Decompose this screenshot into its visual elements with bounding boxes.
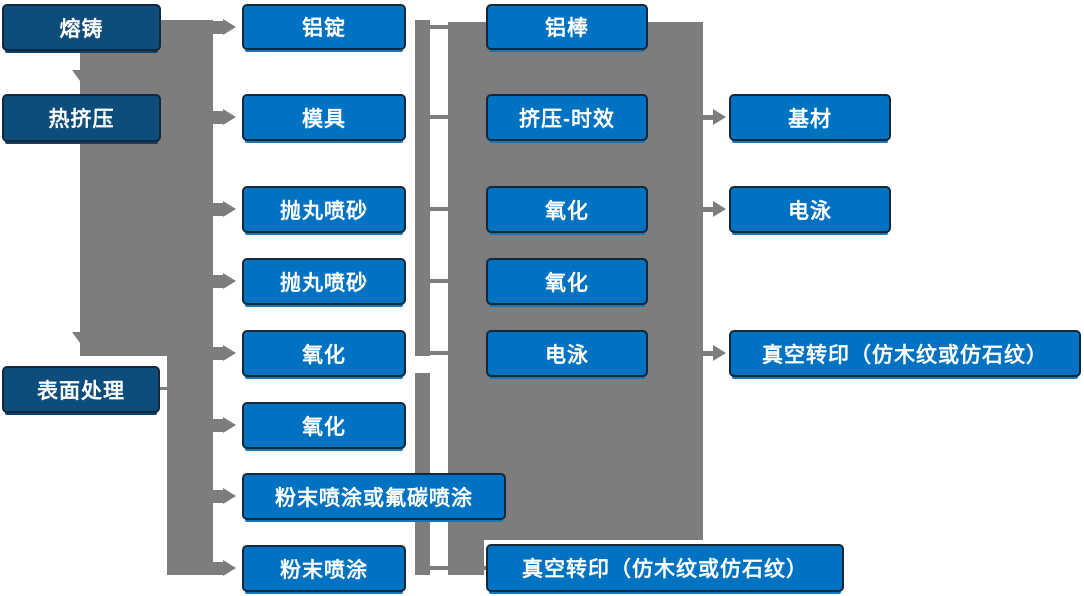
right-arrowhead-icon [223, 560, 236, 576]
connector-mid-stub-row3 [430, 207, 448, 211]
right-arrowhead-icon [223, 488, 236, 504]
right-arrowhead-icon [223, 109, 236, 125]
node-mold: 模具 [242, 94, 406, 141]
node-vacuum-transfer-print-2: 真空转印（仿木纹或仿石纹） [729, 330, 1081, 377]
connector-right-stub-row5 [703, 351, 713, 356]
down-arrowhead-icon [72, 70, 94, 85]
node-electrophoresis-1: 电泳 [486, 330, 648, 377]
connector-arm-row4 [213, 275, 223, 288]
node-extrusion-aging: 挤压-时效 [486, 94, 648, 141]
node-powder-coating: 粉末喷涂 [242, 545, 406, 592]
connector-mid-stub-row4 [430, 279, 448, 283]
right-arrowhead-icon [713, 109, 726, 125]
node-shot-blasting-1: 抛丸喷砂 [242, 186, 406, 233]
connector-left-band-wide [80, 20, 172, 356]
node-oxidation-1: 氧化 [242, 330, 406, 377]
node-aluminum-ingot: 铝锭 [242, 4, 406, 50]
node-electrophoresis-2: 电泳 [729, 186, 891, 233]
node-substrate: 基材 [729, 94, 891, 141]
right-arrowhead-icon [223, 417, 236, 433]
connector-right-stub-row3 [703, 207, 713, 212]
node-melting-casting: 熔铸 [2, 4, 161, 51]
connector-mid-stub-row5 [430, 351, 448, 355]
node-powder-or-fluorocarbon-coating: 粉末喷涂或氟碳喷涂 [242, 473, 506, 520]
connector-arm-row1 [213, 21, 223, 34]
connector-arm-row6 [213, 419, 223, 432]
connector-mid-bar-top [415, 20, 430, 356]
node-oxidation-4: 氧化 [486, 258, 648, 305]
connector-arm-row3 [213, 203, 223, 216]
connector-mid-stub-row2 [430, 115, 448, 119]
connector-left-band-tall [167, 20, 213, 575]
connector-surface-treatment-stub [157, 387, 173, 390]
connector-mid-stub-row1 [430, 25, 448, 29]
right-arrowhead-icon [223, 201, 236, 217]
connector-arm-row5 [213, 347, 223, 360]
node-aluminum-rod: 铝棒 [486, 4, 648, 50]
node-vacuum-transfer-print-1: 真空转印（仿木纹或仿石纹） [486, 544, 844, 592]
connector-bottom-stub [430, 566, 486, 570]
connector-arm-row8 [213, 562, 223, 575]
node-surface-treatment: 表面处理 [2, 366, 160, 413]
right-arrowhead-icon [713, 201, 726, 217]
node-hot-extrusion: 热挤压 [2, 94, 161, 142]
right-arrowhead-icon [223, 273, 236, 289]
right-arrowhead-icon [713, 345, 726, 361]
connector-right-stub-row2 [703, 115, 713, 120]
down-arrowhead-icon [72, 332, 94, 347]
right-arrowhead-icon [223, 19, 236, 35]
node-oxidation-3: 氧化 [486, 186, 648, 233]
node-shot-blasting-2: 抛丸喷砂 [242, 258, 406, 305]
right-arrowhead-icon [223, 345, 236, 361]
node-oxidation-2: 氧化 [242, 402, 406, 449]
connector-arm-row2 [213, 111, 223, 124]
connector-arm-row7 [213, 490, 223, 503]
